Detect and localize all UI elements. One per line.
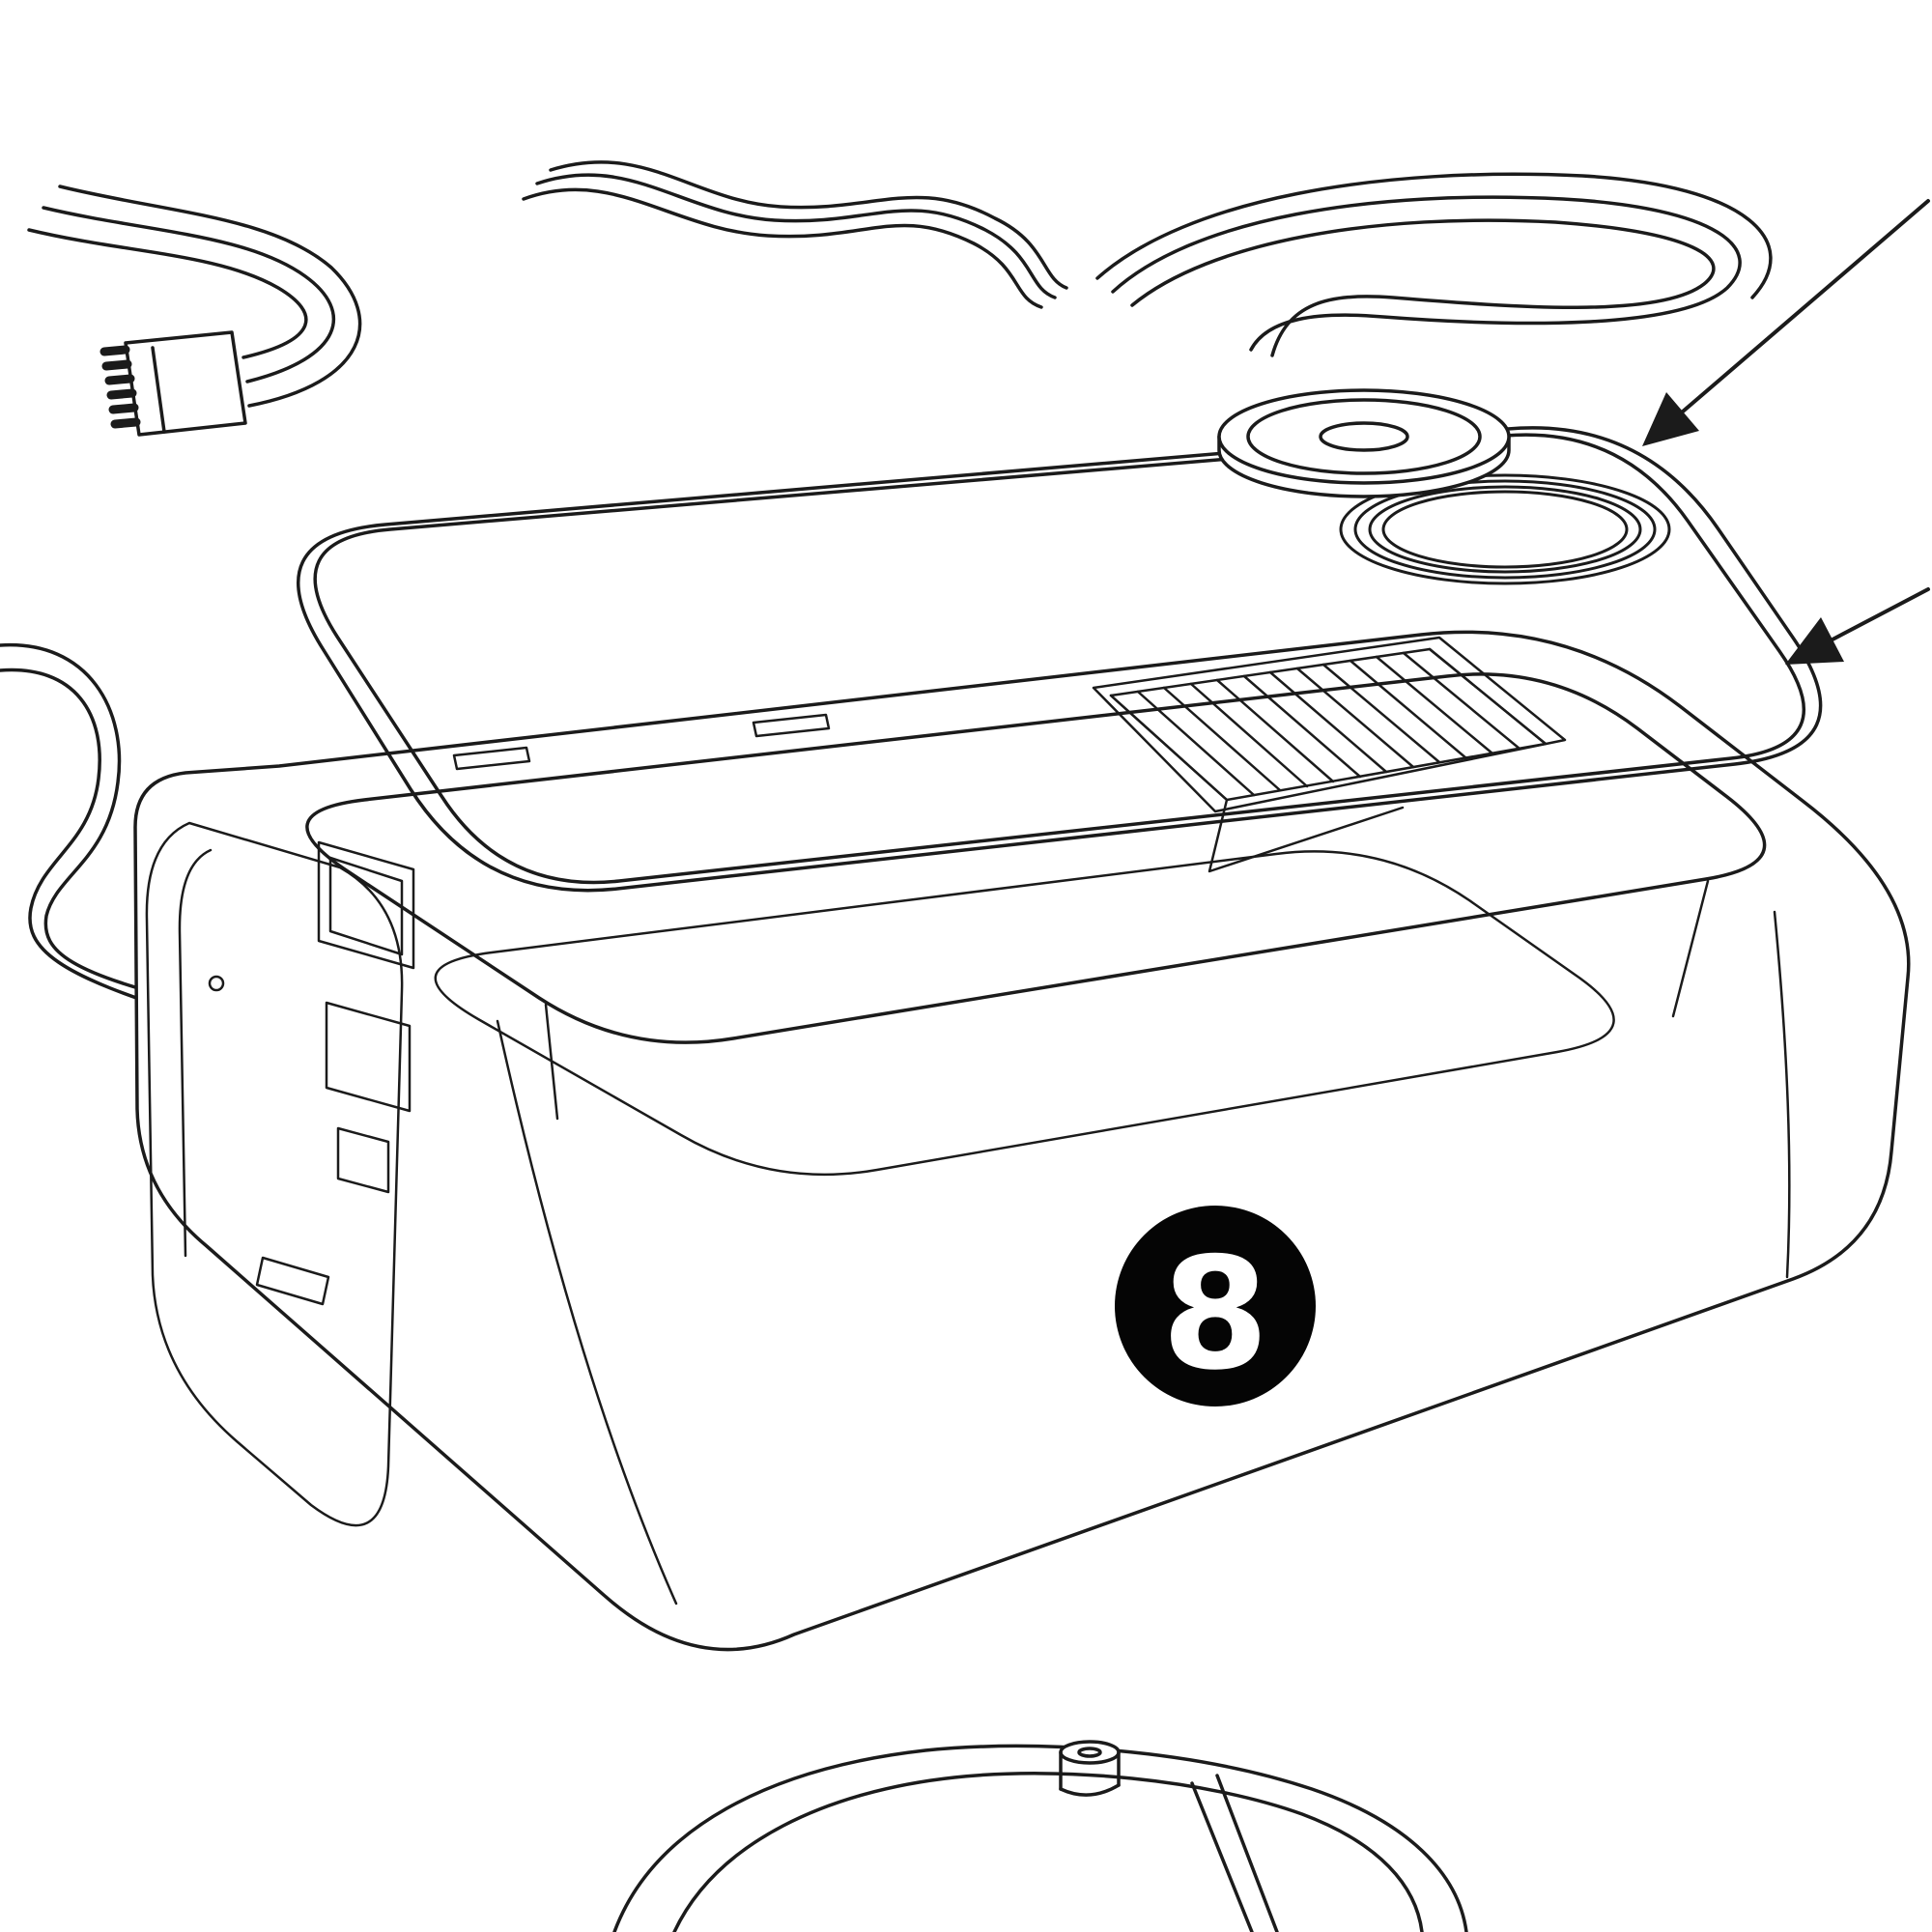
screw-hole: [208, 975, 225, 992]
side-port-recess: [145, 821, 415, 1527]
top-center-cable: [522, 160, 1068, 309]
front-foot-slot: [255, 1256, 330, 1306]
vent-grille: [1092, 636, 1567, 873]
housing-interior-floor: [434, 850, 1615, 1177]
left-side-wire: [0, 643, 203, 1018]
port-opening: [336, 1126, 390, 1194]
wire-harness-cable: [27, 185, 362, 408]
callout-badge: 8: [1115, 1206, 1316, 1406]
arrowhead-icon: [1642, 392, 1699, 446]
port-opening: [317, 840, 415, 970]
pointer-arrow-to-disc: [1642, 199, 1930, 446]
callout-badge-circle: [1115, 1206, 1316, 1406]
arrowhead-icon: [1785, 617, 1844, 665]
rim-slot: [452, 746, 531, 771]
port-opening: [325, 1001, 412, 1113]
small-gasket-ring: [1339, 473, 1671, 585]
rim-slot: [752, 713, 831, 738]
diagram-linework: [0, 160, 1930, 1932]
pointer-arrow-to-gasket: [1785, 587, 1930, 665]
housing-rim-opening: [305, 672, 1767, 1044]
speaker-disc: [1217, 388, 1511, 498]
housing-outer-shell: [133, 630, 1911, 1652]
top-right-cable-loop: [1095, 172, 1773, 357]
lid-seal-gasket: [297, 426, 1823, 893]
callout-number: 8: [1161, 1224, 1268, 1405]
enclosure-housing: [133, 630, 1911, 1652]
base-assembly: [612, 1740, 1468, 1932]
harness-connector-icon: [99, 330, 247, 437]
